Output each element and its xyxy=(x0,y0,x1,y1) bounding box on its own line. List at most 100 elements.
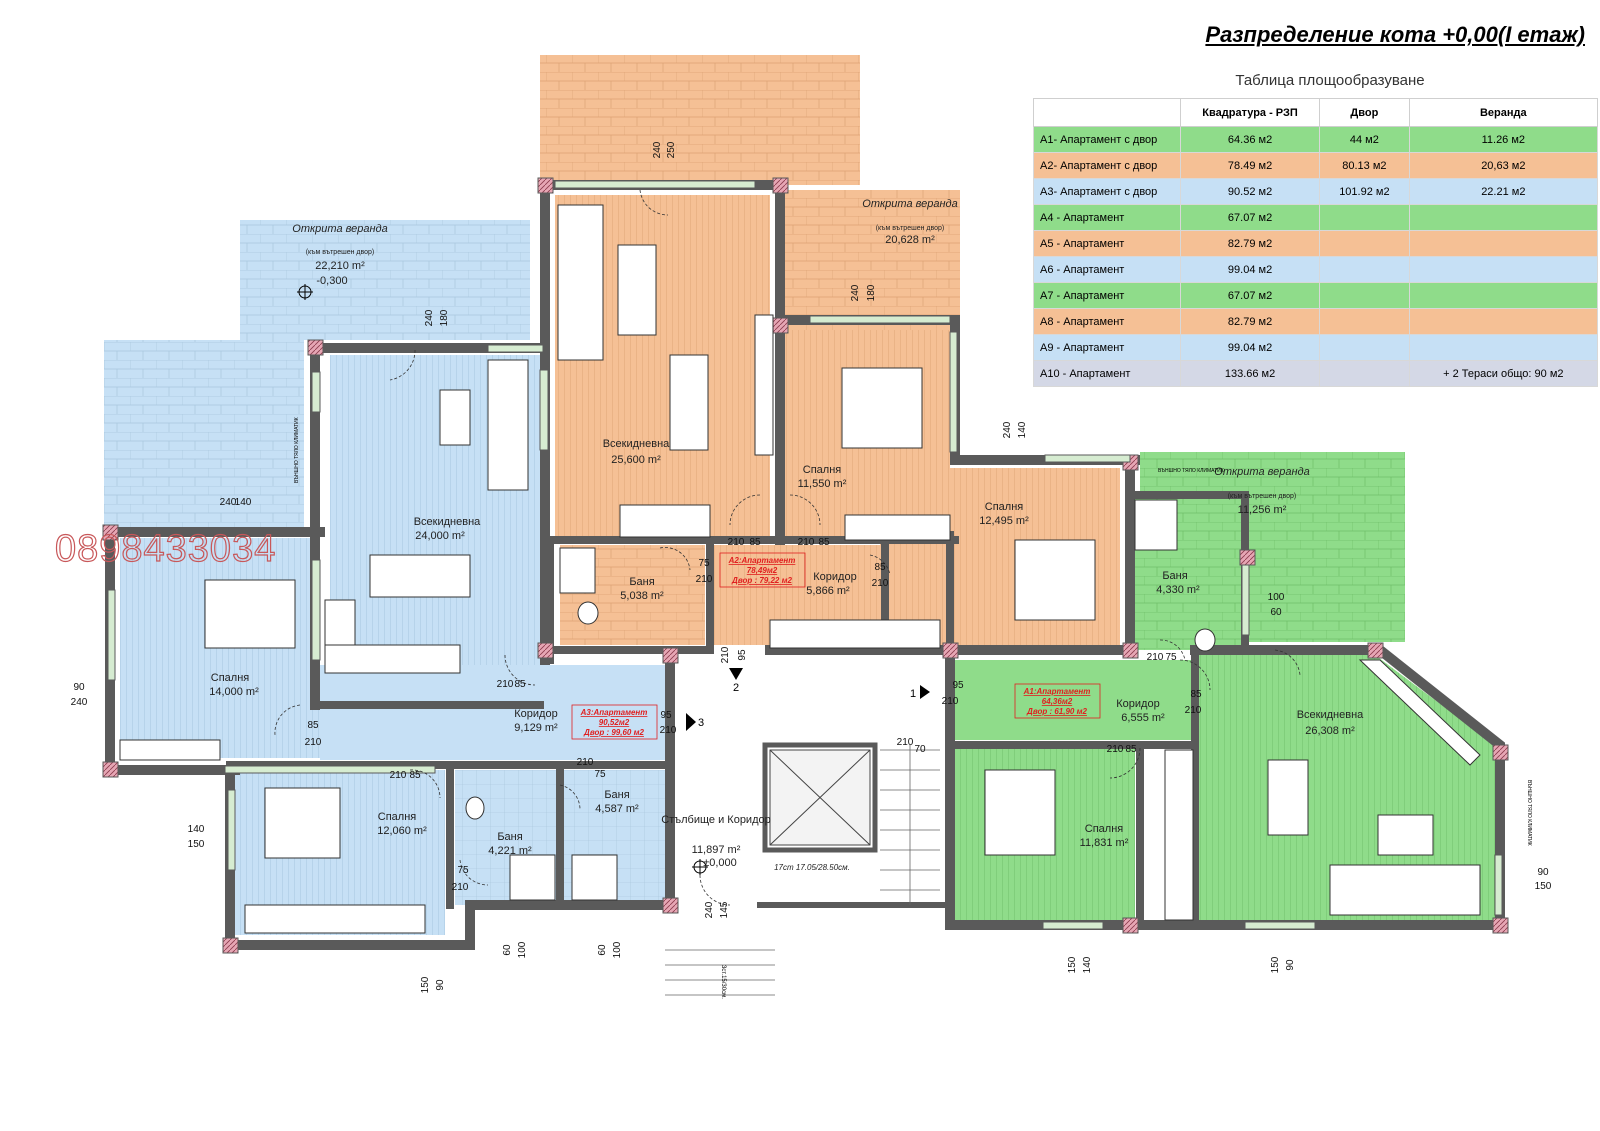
dining-table-a2 xyxy=(669,354,709,451)
area-table: Квадратура - РЗП Двор Веранда А1- Апарта… xyxy=(1033,98,1599,387)
shower xyxy=(509,854,556,901)
cell-veranda xyxy=(1408,308,1599,335)
dim-150-b: 150 xyxy=(1535,881,1552,892)
dim-60-b: 60 xyxy=(502,944,513,956)
table-a2 xyxy=(617,244,657,336)
veranda-a2-tiles xyxy=(540,55,860,185)
furniture-a1 xyxy=(984,499,1481,921)
dim-210-n: 210 xyxy=(1185,705,1202,716)
dim-210-a: 210 xyxy=(728,537,745,548)
furniture-a2 xyxy=(557,204,1096,649)
tag-a3-yard: Двор : 99,60 м2 xyxy=(583,728,644,737)
section-3-label: 3 xyxy=(698,717,704,729)
a1-bedroom-name: Спалня xyxy=(1085,823,1124,835)
cell-rzp: 67.07 м2 xyxy=(1179,204,1321,231)
a2-corridor-area: 5,866 m² xyxy=(806,585,850,597)
wardrobe-a2-1 xyxy=(844,514,951,541)
dim-100-b: 100 xyxy=(517,941,528,958)
dim-210-k: 210 xyxy=(452,882,469,893)
dim-140-c: 140 xyxy=(1017,421,1028,438)
bed-a3-2 xyxy=(264,787,341,859)
cell-name: А2- Апартамент с двор xyxy=(1033,152,1181,179)
cell-veranda: 20,63 м2 xyxy=(1408,152,1599,179)
dim-150-d: 150 xyxy=(1067,956,1078,973)
dim-85-b: 85 xyxy=(818,537,830,548)
area-table-header-row: Квадратура - РЗП Двор Веранда xyxy=(1033,98,1599,127)
veranda-a3-level: -0,300 xyxy=(316,275,347,287)
dim-250: 250 xyxy=(666,141,677,158)
dim-210-b: 210 xyxy=(798,537,815,548)
tag-a2-area: 78,49м2 xyxy=(747,566,778,575)
dim-70: 70 xyxy=(914,744,926,755)
dim-85-e: 85 xyxy=(307,720,319,731)
dim-75-c: 75 xyxy=(457,865,469,876)
tag-a1-title: А1:Апартамент xyxy=(1023,687,1091,696)
dim-240-a: 240 xyxy=(220,497,237,508)
veranda-a2-note: (към вътрешен двор) xyxy=(876,225,945,232)
a3-bath1-name: Баня xyxy=(497,831,522,843)
section-1-label: 1 xyxy=(910,688,916,700)
a1-living-name: Всекидневна xyxy=(1297,709,1364,721)
dim-85-d: 85 xyxy=(514,679,526,690)
dim-60-a: 60 xyxy=(1270,607,1282,618)
cell-yard xyxy=(1319,308,1410,335)
tag-a2-yard: Двор : 79,22 м2 xyxy=(731,576,792,585)
level-marker-veranda xyxy=(297,284,313,300)
dim-90-b: 90 xyxy=(1537,867,1549,878)
dim-140-d: 140 xyxy=(1082,956,1093,973)
cell-name: А10 - Апартамент xyxy=(1033,360,1181,387)
a2-bedroom2-area: 12,495 m² xyxy=(979,515,1029,527)
dim-210-g: 210 xyxy=(660,725,677,736)
dim-85-c: 85 xyxy=(874,562,886,573)
tv-a1 xyxy=(1358,659,1481,766)
header-veranda: Веранда xyxy=(1408,98,1599,127)
dim-95-a: 95 xyxy=(737,649,748,661)
a1-bedroom-area: 11,831 m² xyxy=(1080,837,1129,849)
shower-2 xyxy=(571,854,618,901)
cell-name: А8 - Апартамент xyxy=(1033,308,1181,335)
a1-bath-name: Баня xyxy=(1162,570,1187,582)
level-marker-stairs xyxy=(692,859,708,875)
door-arcs xyxy=(274,189,1301,906)
dim-210-f: 210 xyxy=(497,679,514,690)
a1-corridor-floor xyxy=(955,660,1195,740)
a2-bedroom2-name: Спалня xyxy=(985,501,1024,513)
dim-210-p: 210 xyxy=(897,737,914,748)
a2-corridor-name: Коридор xyxy=(813,571,856,583)
a2-living-name: Всекидневна xyxy=(603,438,670,450)
sofa-a1 xyxy=(1329,864,1481,916)
dim-240-c: 240 xyxy=(850,284,861,301)
veranda-a3-tiles-lower xyxy=(104,340,304,530)
cell-rzp: 64.36 м2 xyxy=(1179,126,1321,153)
bed-a3-1 xyxy=(204,579,296,649)
a2-bedroom1-area: 11,550 m² xyxy=(798,478,847,490)
a1-corridor-name: Коридор xyxy=(1116,698,1159,710)
windows xyxy=(107,180,1503,930)
dim-95-b: 95 xyxy=(660,710,672,721)
a2-bath-area: 5,038 m² xyxy=(620,590,664,602)
a3-bedroom1-name: Спалня xyxy=(211,672,250,684)
cell-yard: 44 м2 xyxy=(1319,126,1410,153)
toilet-a2 xyxy=(577,601,599,625)
cell-rzp: 78.49 м2 xyxy=(1179,152,1321,179)
veranda-a2-name: Открита веранда xyxy=(862,198,957,210)
dim-75-b: 75 xyxy=(594,769,606,780)
dim-210-h: 210 xyxy=(305,737,322,748)
cell-yard xyxy=(1319,204,1410,231)
a3-bedroom2-name: Спалня xyxy=(378,811,417,823)
dimension-labels: 240 140 90 240 140 150 90 150 240 180 24… xyxy=(71,141,1552,993)
a3-bedroom1-area: 14,000 m² xyxy=(209,686,259,698)
dim-240-e: 240 xyxy=(424,309,435,326)
veranda-a1-note: (към вътрешен двор) xyxy=(1228,493,1297,500)
dim-85-h: 85 xyxy=(1125,744,1137,755)
cell-rzp: 67.07 м2 xyxy=(1179,282,1321,309)
apartment-tag-a3: А3:Апартамент 90,52м2 Двор : 99,60 м2 xyxy=(571,704,658,740)
dim-240-g: 240 xyxy=(704,901,715,918)
wardrobe xyxy=(119,739,221,761)
table-caption: Таблица площообразуване xyxy=(1235,72,1425,89)
